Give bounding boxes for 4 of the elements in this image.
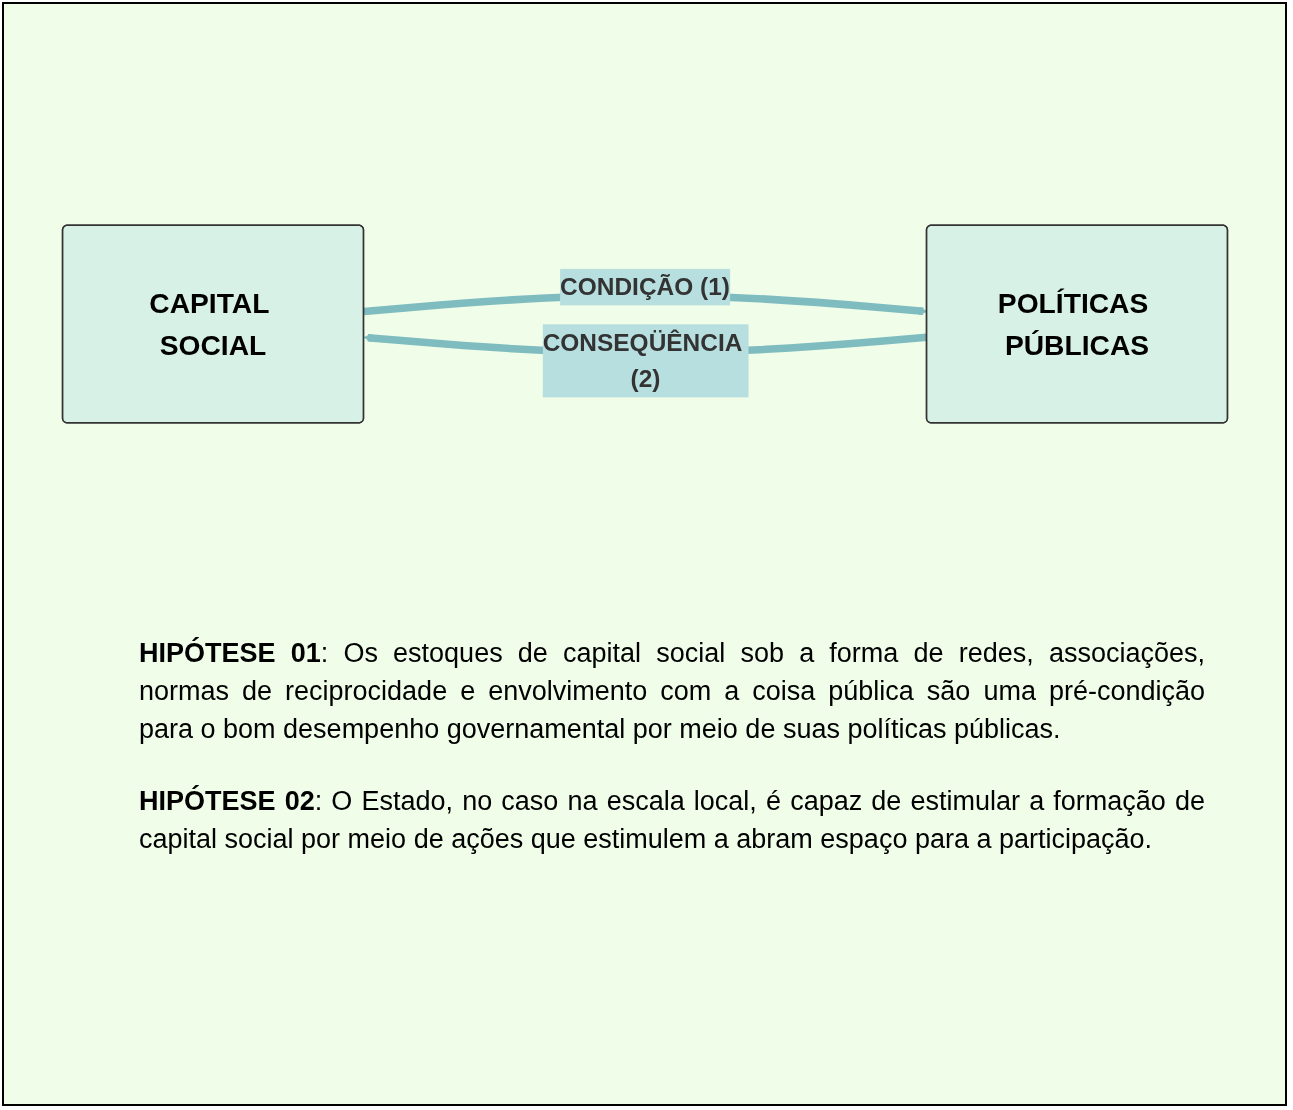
edge-label: CONSEQÜÊNCIA (2) [542, 327, 741, 393]
hypothesis-paragraph: HIPÓTESE 01: Os estoques de capital social sob a forma de redes, associações, normas de reciprocidade e envolvimento com a coisa pública são uma pré-condição para o bom desempenho governamental por meio de suas políticas públicas. [139, 636, 1205, 746]
hypothesis-paragraph: HIPÓTESE 02: O Estado, no caso na escala local, é capaz de estimular a formação de capital social por meio de ações que estimulem a abram espaço para a participação. [139, 784, 1205, 856]
edge-label: CONDIÇÃO (1) [559, 272, 730, 301]
